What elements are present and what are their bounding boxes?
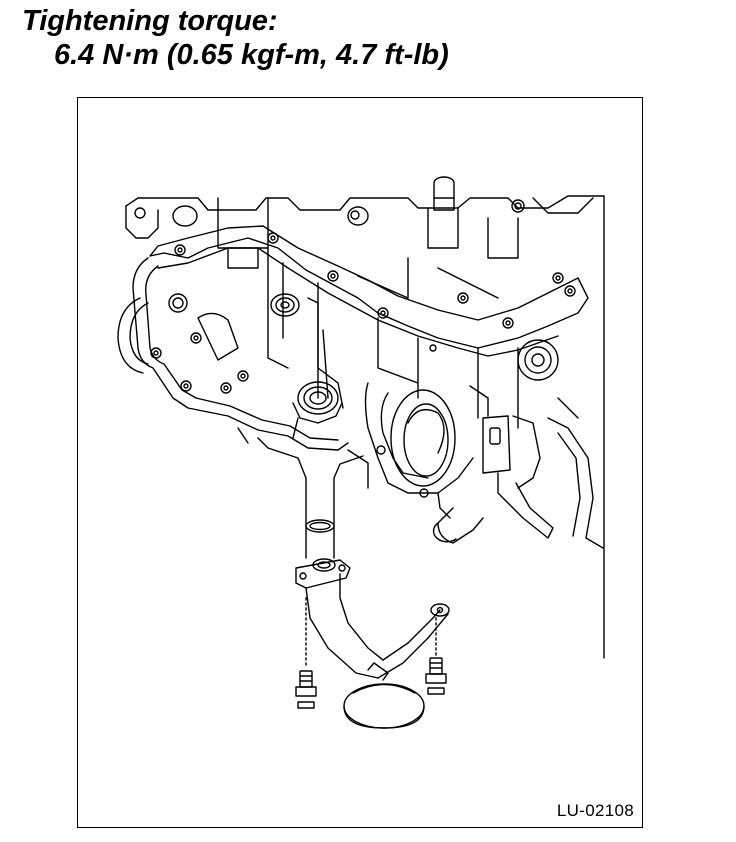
- block-lower-edge: [237, 427, 364, 479]
- oil-strainer-pipe: [305, 477, 335, 559]
- engine-oil-strainer-diagram: [117, 176, 605, 729]
- gasket-flange: [149, 225, 589, 357]
- left-side-cover: [117, 257, 349, 451]
- mounting-bolts: [295, 597, 447, 709]
- torque-value: 6.4 N·m (0.65 kgf-m, 4.7 ft-lb): [54, 39, 449, 71]
- right-lower-housing: [347, 339, 604, 549]
- figure-frame: LU-02108: [77, 97, 643, 828]
- oil-strainer: [295, 558, 450, 729]
- torque-heading: Tightening torque:: [22, 5, 278, 37]
- oil-passage-bosses: [270, 293, 344, 439]
- cylinder-block: [125, 176, 605, 659]
- figure-code: LU-02108: [556, 801, 634, 820]
- torque-spec: Tightening torque: 6.4 N·m (0.65 kgf-m, …: [22, 4, 449, 72]
